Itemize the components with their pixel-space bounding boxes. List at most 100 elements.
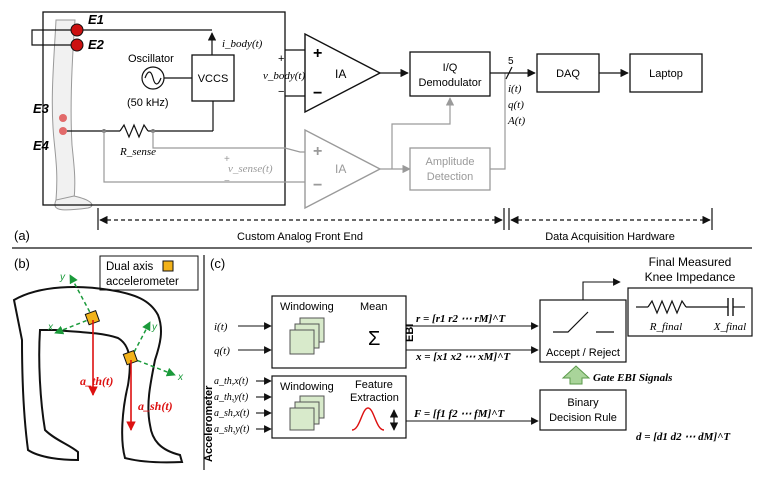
ia-top-plus: + bbox=[313, 45, 322, 62]
d-vector: d = [d1 d2 ⋯ dM]^T bbox=[636, 431, 731, 443]
ia-bottom bbox=[304, 128, 382, 210]
label-e4: E4 bbox=[33, 138, 50, 153]
shank-accel-label: a_sh(t) bbox=[138, 399, 173, 413]
accept-reject-block bbox=[539, 299, 627, 363]
r-vector: r = [r1 r2 ⋯ rM]^T bbox=[416, 313, 507, 325]
sigma-symbol: Σ bbox=[368, 328, 380, 350]
final-resistor bbox=[647, 299, 687, 315]
binary-line2: Decision Rule bbox=[549, 412, 617, 424]
thigh-accel-label: a_th(t) bbox=[80, 374, 113, 388]
bus-signal-a: A(t) bbox=[507, 115, 525, 127]
shank-axis-x bbox=[130, 357, 176, 377]
windowing-accel-label: Windowing bbox=[280, 381, 334, 393]
wire-sense-plus bbox=[152, 131, 314, 153]
electrode-e4 bbox=[59, 127, 67, 135]
vsense-minus: − bbox=[224, 176, 230, 187]
gate-label: Gate EBI Signals bbox=[593, 372, 672, 384]
thigh-axis-y bbox=[69, 274, 94, 319]
sine-icon bbox=[144, 71, 162, 85]
thigh-axis-x-label: x bbox=[47, 322, 54, 333]
label-e3: E3 bbox=[33, 101, 50, 116]
final-line1: Final Measured bbox=[649, 255, 732, 269]
oscillator-freq: (50 kHz) bbox=[127, 97, 169, 109]
thigh-axis-y-label: y bbox=[59, 272, 66, 283]
x-vector: x = [x1 x2 ⋯ xM]^T bbox=[415, 351, 511, 363]
shank-axis-y-label: y bbox=[151, 322, 158, 333]
ia-top-label: IA bbox=[335, 67, 346, 81]
switch-icon bbox=[553, 311, 589, 333]
final-line2: Knee Impedance bbox=[645, 270, 736, 284]
thigh-accelerometer bbox=[84, 310, 101, 326]
r-final-label: R_final bbox=[649, 321, 682, 333]
accel-input-shx: a_sh,x(t) bbox=[214, 408, 250, 419]
accel-legend-box bbox=[99, 255, 199, 291]
panel-b-label: (b) bbox=[14, 256, 30, 271]
binary-line1: Binary bbox=[567, 397, 599, 409]
electrode-e1 bbox=[70, 23, 84, 37]
daq-label: DAQ bbox=[556, 68, 580, 80]
vbody-label: v_body(t) bbox=[263, 70, 305, 82]
ia-bottom-minus: − bbox=[313, 177, 322, 194]
iq-demod-line1: I/Q bbox=[443, 62, 458, 74]
shank-accelerometer bbox=[122, 350, 139, 366]
panel-a-label: (a) bbox=[14, 228, 30, 243]
wire-sense-minus bbox=[103, 131, 314, 183]
accel-side-label: Accelerometer bbox=[203, 385, 215, 462]
vccs-label: VCCS bbox=[198, 73, 229, 85]
iq-demod-line2: Demodulator bbox=[419, 77, 482, 89]
leg-figure bbox=[51, 19, 93, 211]
shank-axis-x-label: x bbox=[177, 372, 184, 383]
ia-bottom-plus: + bbox=[313, 143, 322, 160]
f-vector: F = [f1 f2 ⋯ fM]^T bbox=[413, 408, 506, 420]
gate-arrow bbox=[561, 365, 591, 385]
ia-top bbox=[304, 32, 382, 114]
panel-b: (b) Dual axis accelerometer y x a_th(t) … bbox=[12, 255, 199, 464]
ebi-side-label: EBI bbox=[404, 324, 416, 342]
ebi-input-q: q(t) bbox=[214, 345, 230, 357]
amplitude-detection-block bbox=[409, 147, 491, 191]
accel-legend-line1: Dual axis bbox=[106, 261, 154, 273]
ampdet-line1: Amplitude bbox=[426, 156, 475, 168]
accel-legend-line2: accelerometer bbox=[106, 276, 179, 288]
bus-width: 5 bbox=[508, 56, 514, 67]
vbody-minus: − bbox=[278, 86, 284, 98]
oscillator-label: Oscillator bbox=[128, 53, 174, 65]
range-afe-label: Custom Analog Front End bbox=[237, 231, 363, 243]
window-stack-ebi-1 bbox=[289, 329, 315, 355]
vbody-plus: + bbox=[278, 53, 284, 65]
label-e1: E1 bbox=[88, 12, 104, 27]
rsense-resistor bbox=[119, 123, 149, 139]
accept-reject-label: Accept / Reject bbox=[546, 347, 620, 359]
accel-legend-swatch bbox=[162, 260, 174, 272]
x-final-label: X_final bbox=[713, 321, 746, 333]
wire-ia-demod-gray bbox=[391, 97, 455, 169]
window-stack-accel-1 bbox=[289, 407, 315, 431]
final-impedance-box bbox=[627, 287, 753, 337]
wire-accept-final bbox=[582, 278, 621, 300]
ebi-input-i: i(t) bbox=[214, 321, 228, 333]
windowing-ebi-label: Windowing bbox=[280, 301, 334, 313]
label-e2: E2 bbox=[88, 37, 105, 52]
laptop-block bbox=[629, 53, 703, 93]
vsense-label: v_sense(t) bbox=[228, 163, 273, 175]
ia-bottom-label: IA bbox=[335, 162, 346, 176]
bus-slash bbox=[505, 66, 513, 80]
feature-line1: Feature bbox=[355, 379, 393, 391]
leg-enclosure bbox=[42, 11, 286, 206]
binary-decision-block bbox=[539, 389, 627, 431]
wire-e2 bbox=[31, 29, 71, 46]
laptop-label: Laptop bbox=[649, 68, 683, 80]
bus-signal-q: q(t) bbox=[508, 99, 524, 111]
vccs-block bbox=[191, 54, 235, 102]
ampdet-line2: Detection bbox=[427, 171, 473, 183]
feature-curve-icon bbox=[351, 407, 385, 431]
feature-line2: Extraction bbox=[350, 392, 399, 404]
accel-input-thx: a_th,x(t) bbox=[214, 376, 249, 387]
wire-ampdet-bus bbox=[490, 73, 506, 170]
bus-signal-i: i(t) bbox=[508, 83, 522, 95]
electrode-e2 bbox=[70, 38, 84, 52]
iq-demodulator-block bbox=[409, 51, 491, 97]
vsense-plus: + bbox=[224, 154, 230, 165]
mean-label: Mean bbox=[360, 301, 388, 313]
